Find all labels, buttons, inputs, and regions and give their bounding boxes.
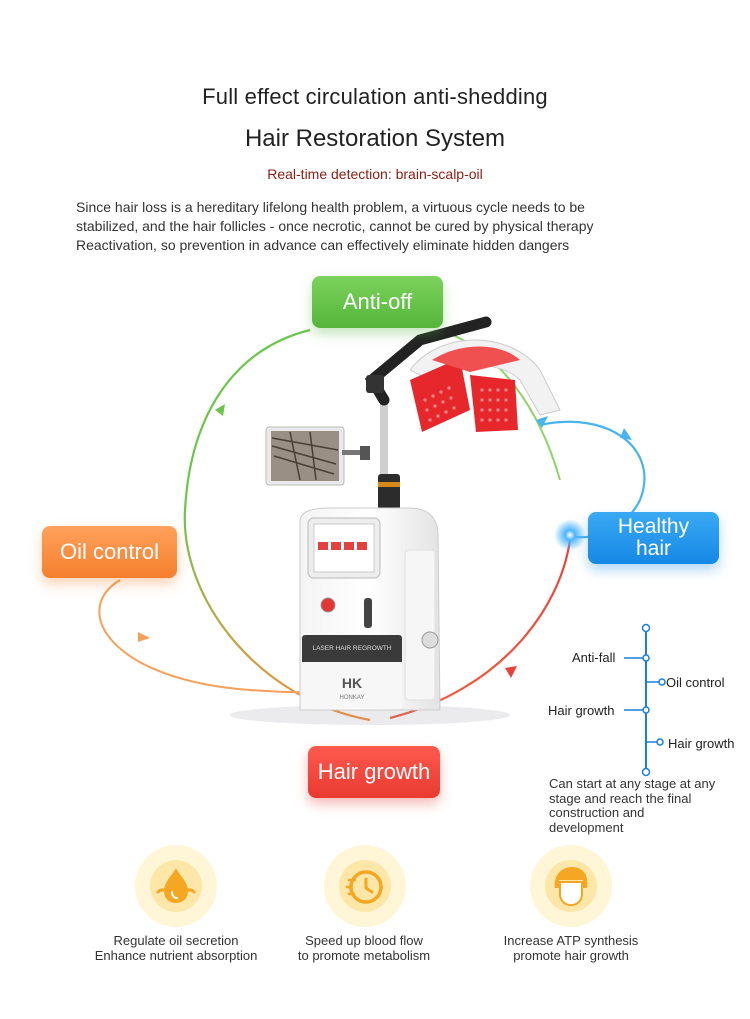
page-subtitle: Real-time detection: brain-scalp-oil bbox=[267, 166, 483, 182]
feature-line: Regulate oil secretion bbox=[113, 933, 239, 948]
stage-oil-control: Oil control bbox=[666, 675, 725, 690]
handpiece bbox=[364, 598, 372, 628]
stage-note-line: development bbox=[549, 819, 624, 835]
green-arc bbox=[183, 328, 311, 511]
pole-collar bbox=[378, 474, 400, 510]
pole-ring bbox=[378, 482, 400, 487]
glow-dot bbox=[554, 519, 586, 551]
feature-atp-text: Increase ATP synthesis promote hair grow… bbox=[461, 933, 681, 963]
oil-drop-icon bbox=[135, 845, 217, 927]
feature-line: to promote metabolism bbox=[297, 948, 431, 963]
machine-panel-text: LASER HAIR REGROWTH bbox=[312, 645, 391, 652]
red-arrow-head bbox=[505, 666, 517, 678]
intro-paragraph: Since hair loss is a hereditary lifelong… bbox=[76, 198, 686, 255]
monitor-hair-texture bbox=[271, 431, 339, 481]
machine-logo: HK bbox=[342, 675, 362, 691]
feature-blood-text: Speed up blood flow to promote metabolis… bbox=[254, 933, 474, 963]
stage-note-line: stage and reach the final bbox=[549, 790, 692, 806]
helmet-top-panel bbox=[432, 346, 520, 372]
fan-grill bbox=[421, 631, 439, 649]
healthy-hair-label: Healthy hair bbox=[588, 512, 719, 564]
feature-line: Increase ATP synthesis bbox=[503, 933, 639, 948]
body-side-stripe bbox=[404, 549, 436, 701]
stage-note: Can start at any stage at any stage and … bbox=[549, 776, 749, 835]
anti-off-label: Anti-off bbox=[312, 276, 443, 328]
page-title-line2: Hair Restoration System bbox=[244, 125, 506, 152]
pole bbox=[380, 400, 388, 520]
clock-icon bbox=[324, 845, 406, 927]
orange-arrow-head bbox=[138, 632, 150, 642]
helmet-right-panel bbox=[470, 375, 518, 432]
monitor-bracket bbox=[360, 446, 370, 460]
helmet-left-panel bbox=[410, 358, 470, 432]
logo-plate bbox=[302, 662, 402, 708]
intro-line: Since hair loss is a hereditary lifelong… bbox=[76, 199, 585, 215]
stage-note-line: construction and bbox=[549, 805, 645, 820]
page-title-line1: Full effect circulation anti-shedding bbox=[202, 84, 548, 109]
blue-arrow-head-2 bbox=[536, 416, 548, 428]
feature-line: Enhance nutrient absorption bbox=[94, 948, 258, 963]
intro-line: Reactivation, so prevention in advance c… bbox=[76, 237, 570, 253]
power-knob bbox=[320, 597, 336, 613]
blue-arrow-head bbox=[620, 428, 632, 440]
feature-line: Speed up blood flow bbox=[305, 933, 423, 948]
intro-line: stabilized, and the hair follicles - onc… bbox=[76, 218, 594, 234]
machine-brand: HONKAY bbox=[340, 695, 365, 701]
arm-joint bbox=[366, 375, 384, 393]
cycle-diagram: LASER HAIR REGROWTH HK HONKAY bbox=[98, 316, 646, 725]
stage-note-line: Can start at any stage at any bbox=[549, 776, 716, 791]
helmet-leds bbox=[423, 386, 508, 422]
monitor-arm bbox=[342, 450, 364, 455]
healthy-hair-line1: Healthy bbox=[617, 515, 690, 538]
feature-oil-text: Regulate oil secretion Enhance nutrient … bbox=[66, 933, 286, 963]
healthy-hair-line2: hair bbox=[635, 537, 672, 560]
stage-hair-growth-2: Hair growth bbox=[668, 736, 735, 751]
hair-head-icon bbox=[530, 845, 612, 927]
hair-growth-label: Hair growth bbox=[308, 746, 440, 798]
stage-hair-growth-1: Hair growth bbox=[548, 703, 615, 718]
stage-anti-fall: Anti-fall bbox=[572, 650, 616, 665]
feature-line: promote hair growth bbox=[513, 948, 629, 963]
stage-timeline bbox=[624, 623, 666, 777]
oil-control-label: Oil control bbox=[42, 526, 177, 578]
green-arrow-head bbox=[215, 404, 225, 416]
